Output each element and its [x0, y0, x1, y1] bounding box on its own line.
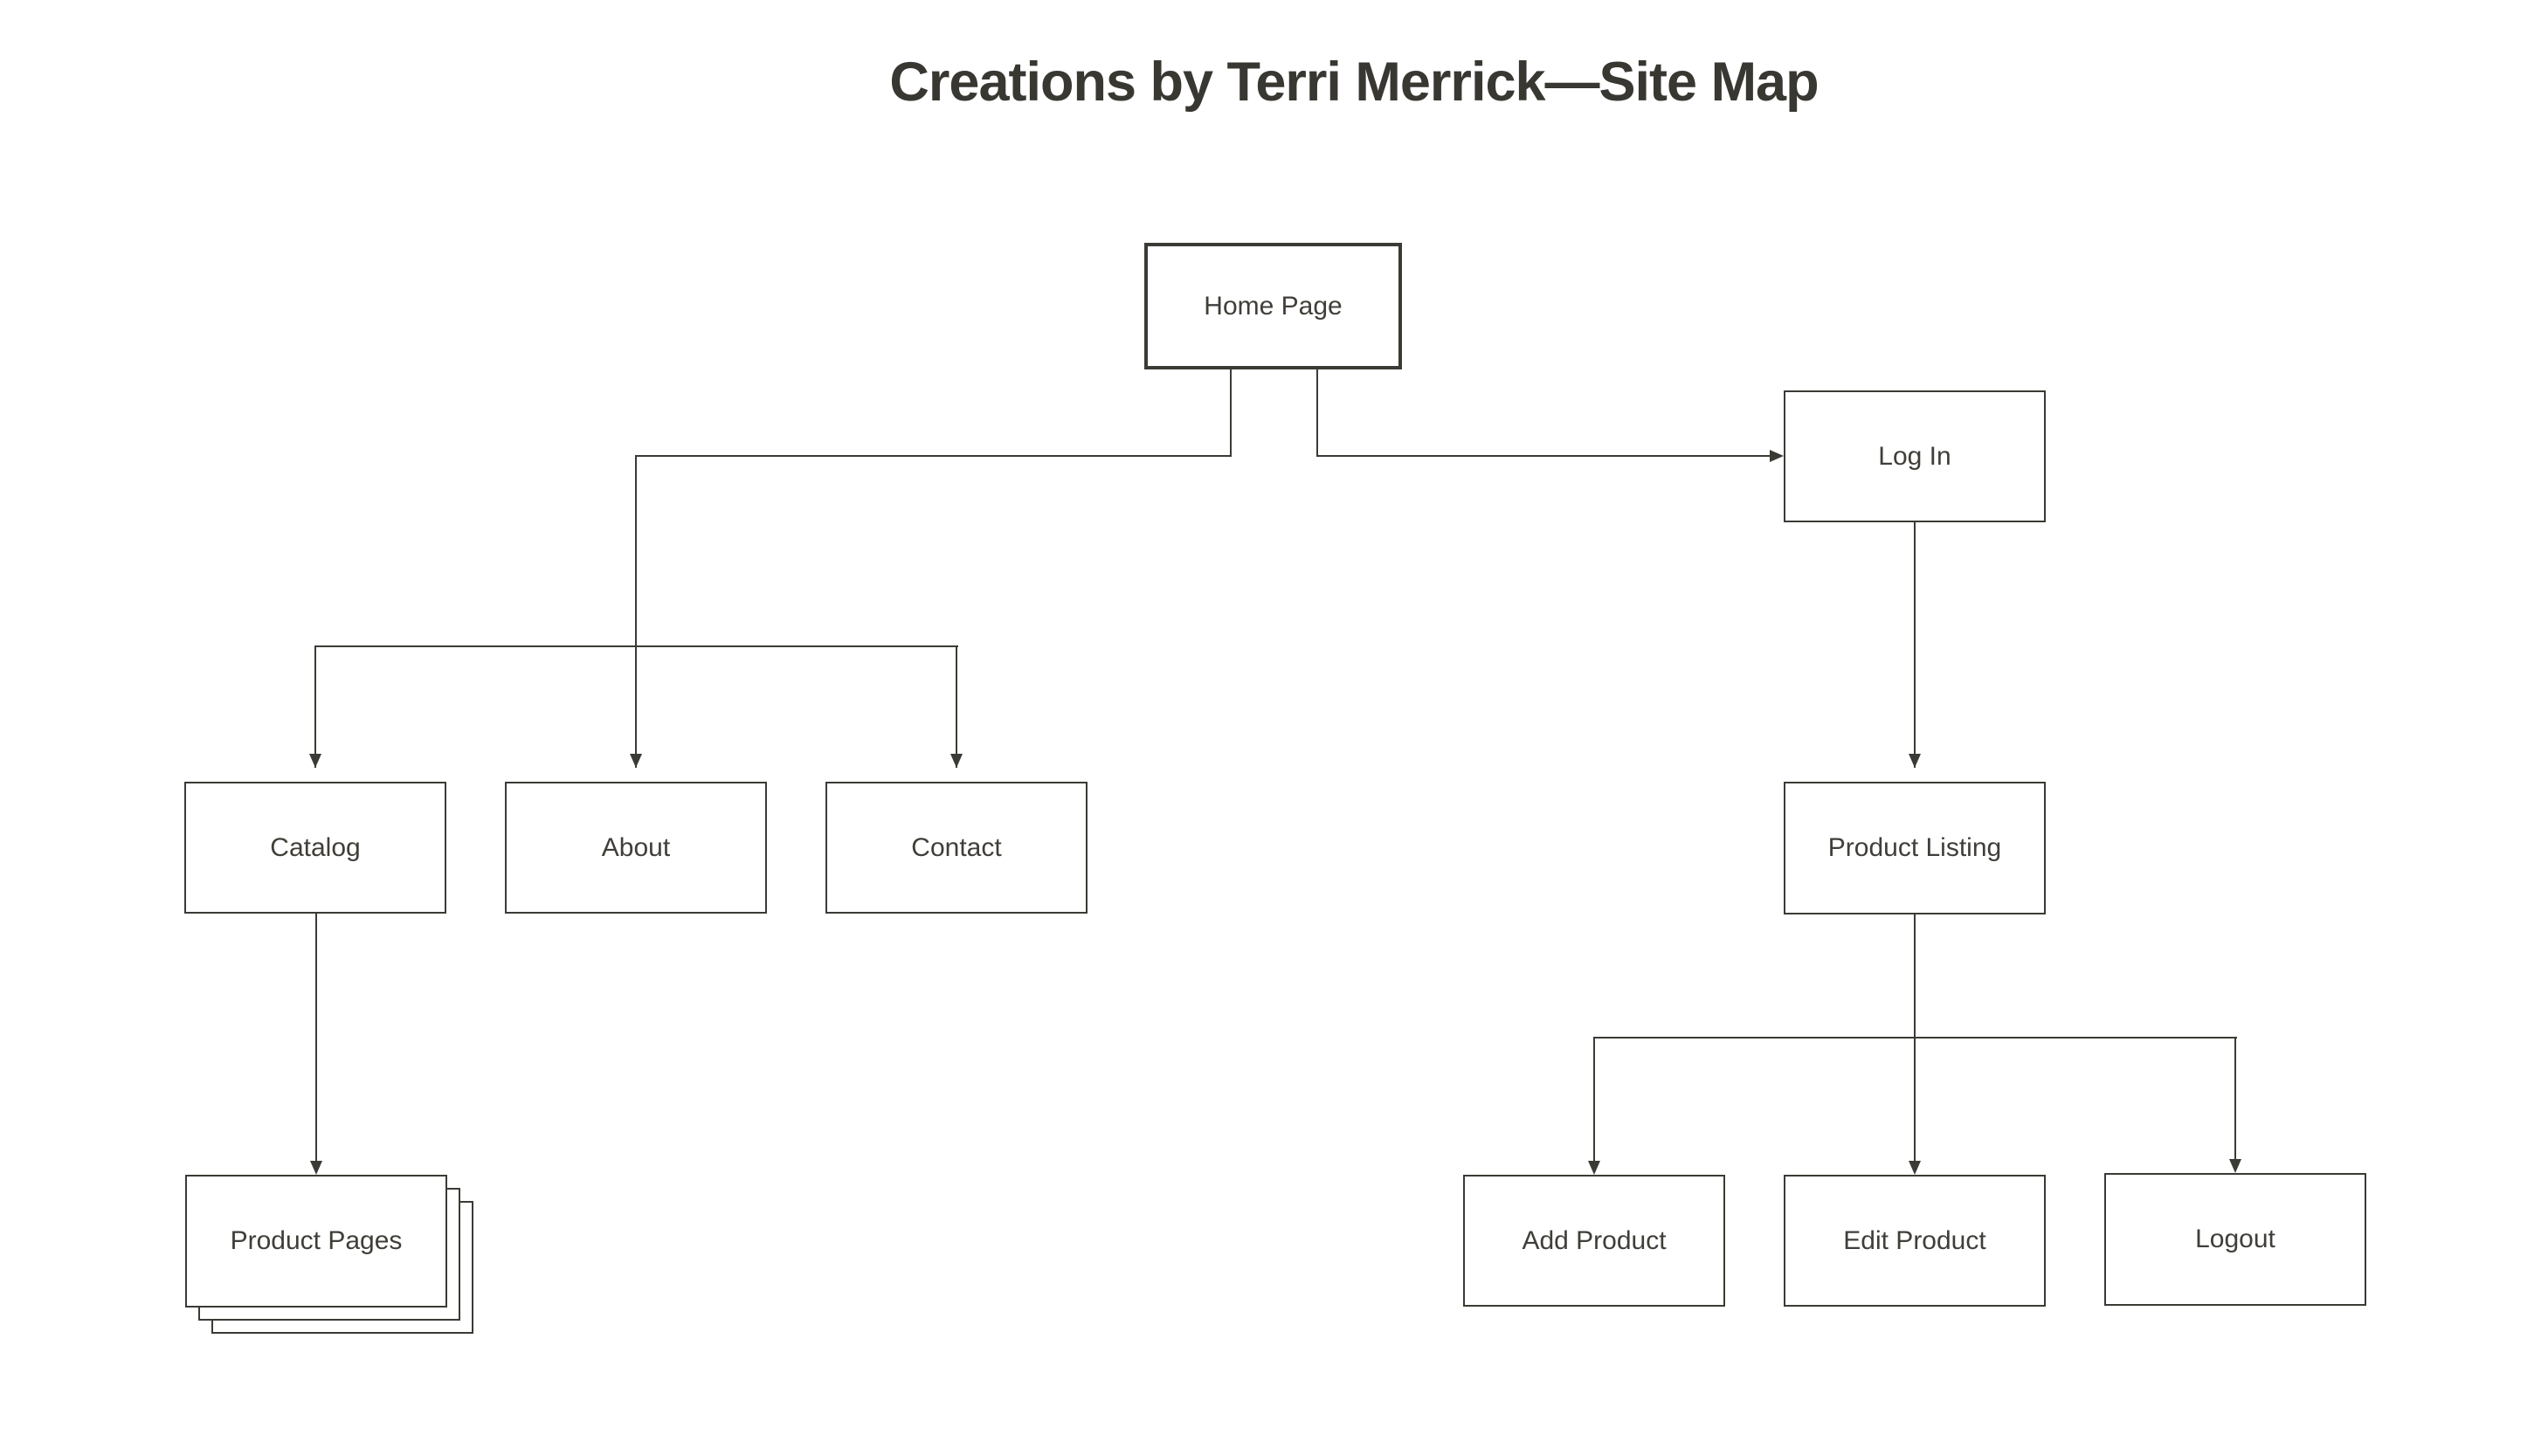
- node-edit-product-label: Edit Product: [1843, 1225, 1986, 1255]
- node-product-pages-label: Product Pages: [230, 1226, 403, 1255]
- arrowhead-into-login: [1770, 450, 1784, 462]
- arrowhead-into-product-listing: [1909, 754, 1921, 768]
- arrowhead-into-about: [630, 754, 642, 768]
- edge-add-edit-logout-bar: [1593, 1037, 2237, 1039]
- edge-left-branch-vertical: [635, 455, 637, 768]
- node-product-listing: Product Listing: [1784, 782, 2046, 914]
- arrowhead-into-product-pages: [310, 1161, 322, 1175]
- node-add-product-label: Add Product: [1522, 1225, 1667, 1255]
- edge-drop-to-add-product: [1593, 1037, 1595, 1161]
- node-edit-product: Edit Product: [1784, 1175, 2046, 1307]
- node-add-product: Add Product: [1463, 1175, 1725, 1307]
- node-log-in-label: Log In: [1878, 441, 1951, 471]
- edge-drop-to-edit-product: [1914, 1039, 1916, 1161]
- edge-home-to-login-stub: [1316, 369, 1318, 457]
- node-contact: Contact: [825, 782, 1088, 914]
- edge-login-to-product-listing: [1914, 521, 1916, 768]
- arrowhead-into-logout: [2229, 1159, 2241, 1173]
- arrowhead-into-contact: [950, 754, 963, 768]
- edge-catalog-to-product-pages: [315, 913, 317, 1161]
- arrowhead-into-add-product: [1588, 1161, 1600, 1175]
- diagram-title: Creations by Terri Merrick—Site Map: [889, 52, 1819, 113]
- edge-drop-to-contact: [956, 645, 957, 768]
- node-contact-label: Contact: [911, 832, 1002, 862]
- arrowhead-into-catalog: [309, 754, 321, 768]
- node-about: About: [505, 782, 767, 914]
- edge-home-to-login-horizontal: [1316, 455, 1771, 457]
- arrowhead-into-edit-product: [1909, 1161, 1921, 1175]
- edge-drop-to-catalog: [314, 645, 316, 768]
- node-home-page-label: Home Page: [1204, 291, 1343, 321]
- edge-product-listing-down: [1914, 914, 1916, 1039]
- edge-left-branch-horizontal: [635, 455, 1232, 457]
- edge-home-to-left-branch: [1230, 369, 1232, 457]
- node-home-page: Home Page: [1144, 243, 1402, 369]
- node-about-label: About: [601, 832, 671, 862]
- node-catalog-label: Catalog: [270, 832, 361, 862]
- node-logout-label: Logout: [2195, 1225, 2275, 1253]
- node-product-pages: Product Pages: [185, 1175, 447, 1308]
- node-log-in: Log In: [1784, 390, 2046, 522]
- node-logout: Logout: [2104, 1173, 2366, 1306]
- node-catalog: Catalog: [184, 782, 446, 914]
- node-product-listing-label: Product Listing: [1827, 833, 2002, 862]
- edge-catalog-about-contact-bar: [314, 645, 958, 647]
- edge-drop-to-logout: [2234, 1037, 2236, 1159]
